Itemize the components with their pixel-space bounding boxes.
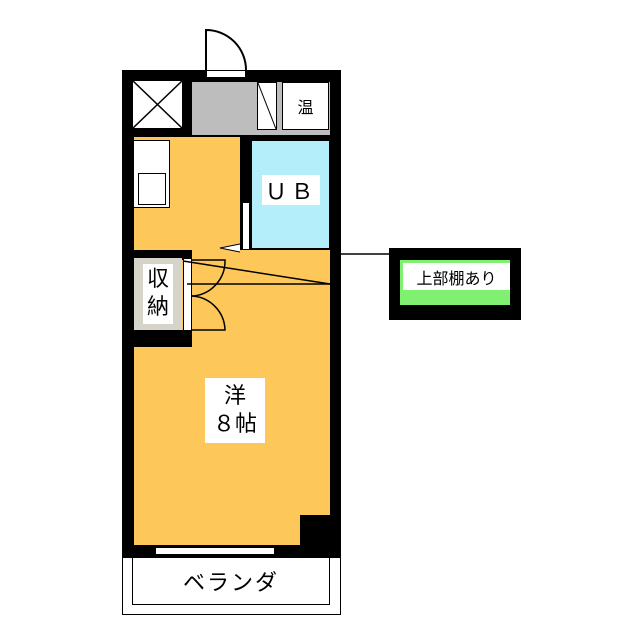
bath-label: ＵＢ <box>262 175 320 205</box>
entrance-door <box>206 70 246 78</box>
storage: 収 納 <box>134 258 182 330</box>
balcony: ベランダ <box>122 558 341 615</box>
storage-label-1: 収 <box>146 267 169 292</box>
callout-box: 上部棚あり <box>389 248 521 320</box>
pillar <box>300 515 341 558</box>
water-heater-label: 温 <box>282 82 329 130</box>
room-label: 洋 ８帖 <box>205 378 265 443</box>
storage-wall <box>122 330 192 347</box>
shoe-cabinet <box>257 82 277 130</box>
balcony-window <box>155 547 275 555</box>
entrance-door-swing <box>205 28 247 71</box>
shaft-box <box>132 80 183 129</box>
room-type: 洋 <box>223 383 246 409</box>
kitchen-counter <box>134 140 170 208</box>
stove-icon <box>138 173 166 205</box>
balcony-label: ベランダ <box>132 558 330 605</box>
hall-opening <box>192 250 330 260</box>
bath-door <box>242 202 250 250</box>
storage-label-2: 納 <box>146 295 169 320</box>
callout-text: 上部棚あり <box>403 263 510 290</box>
room-size: ８帖 <box>212 411 257 437</box>
